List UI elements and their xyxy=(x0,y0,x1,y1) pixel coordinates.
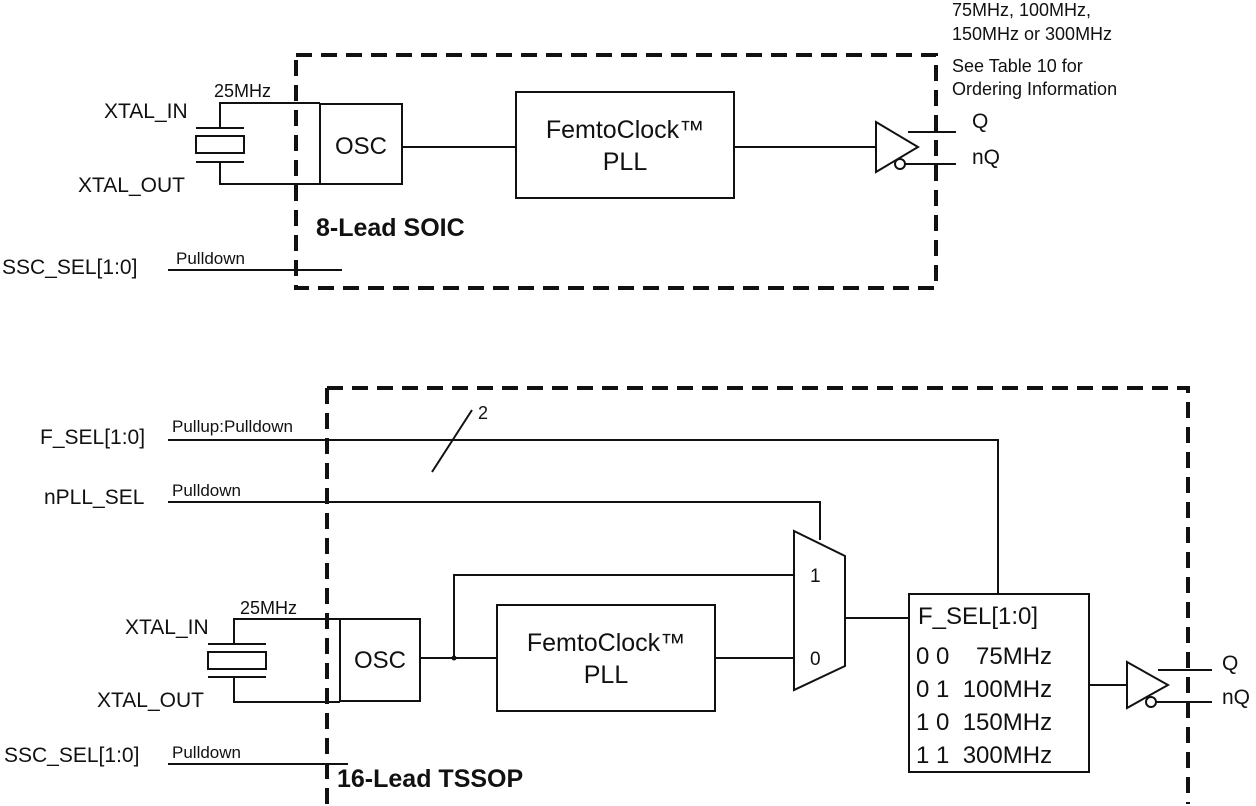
soic-package-boundary xyxy=(294,53,938,290)
bus-width-label: 2 xyxy=(478,403,488,423)
crystal-icon xyxy=(207,628,267,693)
q-output-label-2: Q xyxy=(1222,652,1238,675)
nq-output-label-2: nQ xyxy=(1222,686,1250,709)
osc-block-2 xyxy=(339,618,421,702)
osc-label: OSC xyxy=(335,133,387,160)
mux-input-1-label: 1 xyxy=(810,566,821,587)
divider-row-2: 0 1 100MHz xyxy=(916,676,1052,703)
f-sel-pull-label: Pullup:Pulldown xyxy=(172,417,293,436)
divider-row-4: 1 1 300MHz xyxy=(916,742,1052,769)
ssc-sel-label-2: SSC_SEL[1:0] xyxy=(4,744,139,767)
xtal-freq-label: 25MHz xyxy=(214,81,271,101)
pll-label-line-1: FemtoClock™ xyxy=(546,116,704,144)
divider-title: F_SEL[1:0] xyxy=(918,603,1038,630)
ssc-sel-pull-label: Pulldown xyxy=(176,249,245,268)
pll-block xyxy=(515,91,735,199)
ssc-sel-pull-label-2: Pulldown xyxy=(172,743,241,762)
soic-package-label: 8-Lead SOIC xyxy=(316,214,465,242)
bus-slash xyxy=(431,409,473,473)
xtal-in-label-2: XTAL_IN xyxy=(125,616,209,639)
output-buffer-icon xyxy=(1126,660,1212,710)
xtal-out-label: XTAL_OUT xyxy=(78,174,185,197)
ssc-sel-label: SSC_SEL[1:0] xyxy=(2,256,137,279)
tssop-package-boundary xyxy=(325,386,1190,804)
pll-label-line-2: PLL xyxy=(603,148,648,176)
osc-block xyxy=(319,103,403,185)
mux-block xyxy=(793,529,846,692)
crystal-icon xyxy=(195,112,245,177)
mux-input-0-label: 0 xyxy=(810,649,821,670)
see-table-line-1: See Table 10 for xyxy=(952,56,1083,76)
divider-block xyxy=(908,593,1090,773)
q-output-label: Q xyxy=(972,110,988,133)
xtal-freq-label-2: 25MHz xyxy=(240,598,297,618)
freq-note-line-2: 150MHz or 300MHz xyxy=(952,24,1112,44)
tssop-package-label: 16-Lead TSSOP xyxy=(337,765,523,793)
f-sel-label: F_SEL[1:0] xyxy=(40,426,145,449)
npll-sel-pull-label: Pulldown xyxy=(172,481,241,500)
soic-section: 75MHz, 100MHz, 150MHz or 300MHz See Tabl… xyxy=(2,0,1117,290)
pll-label-2-line-1: FemtoClock™ xyxy=(527,629,685,657)
xtal-out-label-2: XTAL_OUT xyxy=(97,689,204,712)
osc-label-2: OSC xyxy=(354,647,406,674)
nq-output-label: nQ xyxy=(972,146,1000,169)
xtal-in-label: XTAL_IN xyxy=(104,100,188,123)
npll-sel-label: nPLL_SEL xyxy=(44,486,144,509)
divider-row-1: 0 0 75MHz xyxy=(916,643,1052,670)
see-table-line-2: Ordering Information xyxy=(952,79,1117,99)
tssop-section: F_SEL[1:0] Pullup:Pulldown 2 nPLL_SEL Pu… xyxy=(4,386,1250,804)
freq-note-line-1: 75MHz, 100MHz, xyxy=(952,0,1091,20)
output-buffer-icon xyxy=(875,120,956,174)
divider-row-3: 1 0 150MHz xyxy=(916,709,1052,736)
pll-label-2-line-2: PLL xyxy=(584,661,629,689)
pll-block-2 xyxy=(496,604,716,712)
